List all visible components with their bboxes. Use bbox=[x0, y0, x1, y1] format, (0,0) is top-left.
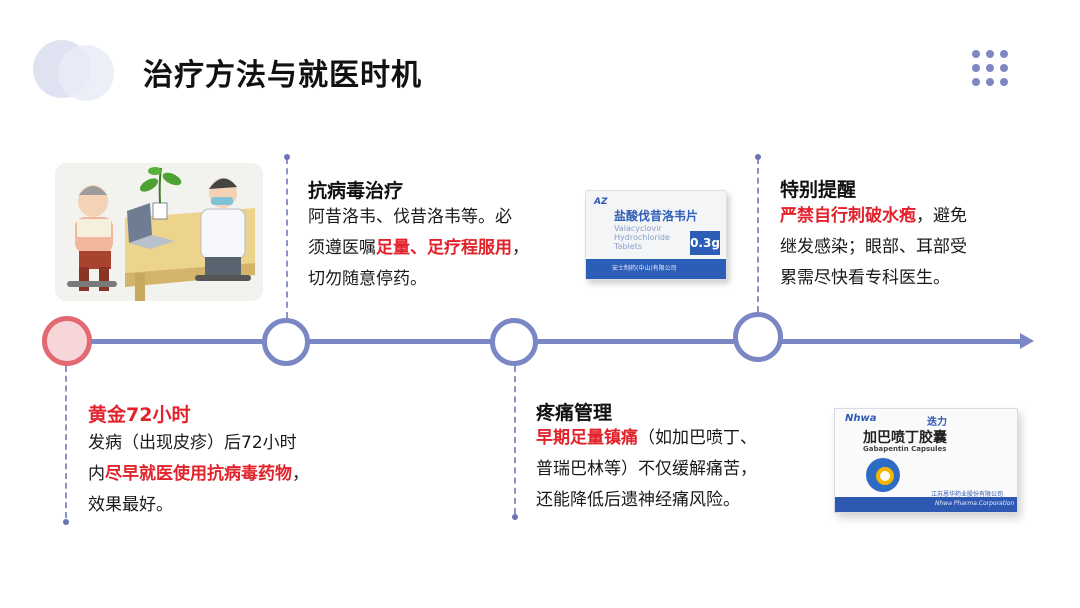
product-name-cn: 盐酸伐昔洛韦片 bbox=[614, 209, 699, 223]
body-line: 须遵医嘱足量、足疗程服用， bbox=[308, 233, 529, 264]
head-logo-icon bbox=[866, 458, 900, 492]
body-line: 早期足量镇痛（如加巴喷丁、 bbox=[536, 423, 757, 454]
product-name-en: Gabapentin Capsules bbox=[863, 445, 947, 453]
body-text: 还能降低后遗神经痛风险。 bbox=[536, 490, 740, 510]
decor-circle-right bbox=[58, 45, 114, 101]
product-name-en: Tablets bbox=[614, 242, 642, 251]
body-text: 效果最好。 bbox=[88, 495, 173, 515]
body-line: 普瑞巴林等）不仅缓解痛苦， bbox=[536, 454, 757, 485]
section-title-pain: 疼痛管理 bbox=[536, 402, 613, 424]
body-text: ， bbox=[292, 464, 309, 484]
body-line: 还能降低后遗神经痛风险。 bbox=[536, 485, 757, 516]
gabapentin-box-image: Nhwa 迭力 加巴喷丁胶囊 Gabapentin Capsules 江苏恩华药… bbox=[834, 408, 1018, 513]
valacyclovir-box-image: AZ 盐酸伐昔洛韦片 Valacyclovir Hydrochloride Ta… bbox=[585, 190, 727, 280]
page-title: 治疗方法与就医时机 bbox=[143, 58, 422, 93]
product-name-en: Valacyclovir bbox=[614, 224, 662, 233]
body-line: 内尽早就医使用抗病毒药物， bbox=[88, 459, 309, 490]
box-stripe bbox=[586, 259, 726, 279]
dot-grid-icon bbox=[972, 50, 1012, 90]
highlight-text: 足量、足疗程服用 bbox=[376, 238, 512, 258]
body-text: ， bbox=[512, 238, 529, 258]
connector-line bbox=[286, 158, 288, 318]
section-title-golden-72h: 黄金72小时 bbox=[88, 404, 191, 426]
connector-end bbox=[755, 154, 761, 160]
section-body-pain: 早期足量镇痛（如加巴喷丁、普瑞巴林等）不仅缓解痛苦， 还能降低后遗神经痛风险。 bbox=[536, 423, 757, 516]
body-text: 继发感染；眼部、耳部受 bbox=[780, 237, 967, 257]
body-text: 内 bbox=[88, 464, 105, 484]
body-text: 阿昔洛韦、伐昔洛韦等。必 bbox=[308, 207, 512, 227]
highlight-text: 严禁自行刺破水疱 bbox=[780, 206, 916, 226]
timeline-node-reminder bbox=[733, 312, 783, 362]
body-line: 切勿随意停药。 bbox=[308, 264, 529, 295]
maker-name: 安士制药(中山)有限公司 bbox=[612, 265, 677, 272]
connector-end bbox=[284, 154, 290, 160]
product-name-en: Hydrochloride bbox=[614, 233, 670, 242]
highlight-text: 早期足量镇痛 bbox=[536, 428, 638, 448]
highlight-text: 尽早就医使用抗病毒药物 bbox=[105, 464, 292, 484]
body-text: 累需尽快看专科医生。 bbox=[780, 268, 950, 288]
brand-logo: Nhwa bbox=[845, 413, 877, 424]
section-body-reminder: 严禁自行刺破水疱，避免继发感染；眼部、耳部受累需尽快看专科医生。 bbox=[780, 201, 967, 294]
timeline-node-antiviral bbox=[262, 318, 310, 366]
body-text: 普瑞巴林等）不仅缓解痛苦， bbox=[536, 459, 757, 479]
body-line: 严禁自行刺破水疱，避免 bbox=[780, 201, 967, 232]
doctor-patient-illustration bbox=[55, 163, 263, 301]
brand-logo: AZ bbox=[594, 197, 608, 207]
section-body-antiviral: 阿昔洛韦、伐昔洛韦等。必须遵医嘱足量、足疗程服用，切勿随意停药。 bbox=[308, 202, 529, 295]
maker-name-cn: 江苏恩华药业股份有限公司 bbox=[931, 491, 1004, 498]
connector-end bbox=[512, 514, 518, 520]
body-text: 发病（出现皮疹）后72小时 bbox=[88, 433, 297, 453]
body-text: （如加巴喷丁、 bbox=[638, 428, 757, 448]
maker-name-en: Nhwa Pharma.Corporation bbox=[935, 500, 1015, 507]
product-name-cn: 加巴喷丁胶囊 bbox=[863, 430, 947, 446]
timeline-arrow-icon bbox=[1020, 333, 1034, 349]
section-body-golden-72h: 发病（出现皮疹）后72小时内尽早就医使用抗病毒药物，效果最好。 bbox=[88, 428, 309, 521]
connector-line bbox=[757, 158, 759, 312]
connector-line bbox=[65, 366, 67, 518]
dose-badge: 0.3g bbox=[690, 231, 720, 255]
timeline-node-pain bbox=[490, 318, 538, 366]
body-text: 须遵医嘱 bbox=[308, 238, 376, 258]
box-stripe bbox=[835, 497, 1017, 512]
body-text: 切勿随意停药。 bbox=[308, 269, 427, 289]
section-title-reminder: 特别提醒 bbox=[780, 179, 857, 201]
body-line: 效果最好。 bbox=[88, 490, 309, 521]
brand-cn: 迭力 bbox=[927, 417, 947, 428]
body-line: 继发感染；眼部、耳部受 bbox=[780, 232, 967, 263]
section-title-antiviral: 抗病毒治疗 bbox=[308, 180, 404, 202]
connector-end bbox=[63, 519, 69, 525]
timeline-axis bbox=[65, 339, 1025, 344]
timeline-node-golden-72h bbox=[42, 316, 92, 366]
body-line: 累需尽快看专科医生。 bbox=[780, 263, 967, 294]
body-text: ，避免 bbox=[916, 206, 967, 226]
connector-line bbox=[514, 366, 516, 514]
body-line: 发病（出现皮疹）后72小时 bbox=[88, 428, 309, 459]
body-line: 阿昔洛韦、伐昔洛韦等。必 bbox=[308, 202, 529, 233]
